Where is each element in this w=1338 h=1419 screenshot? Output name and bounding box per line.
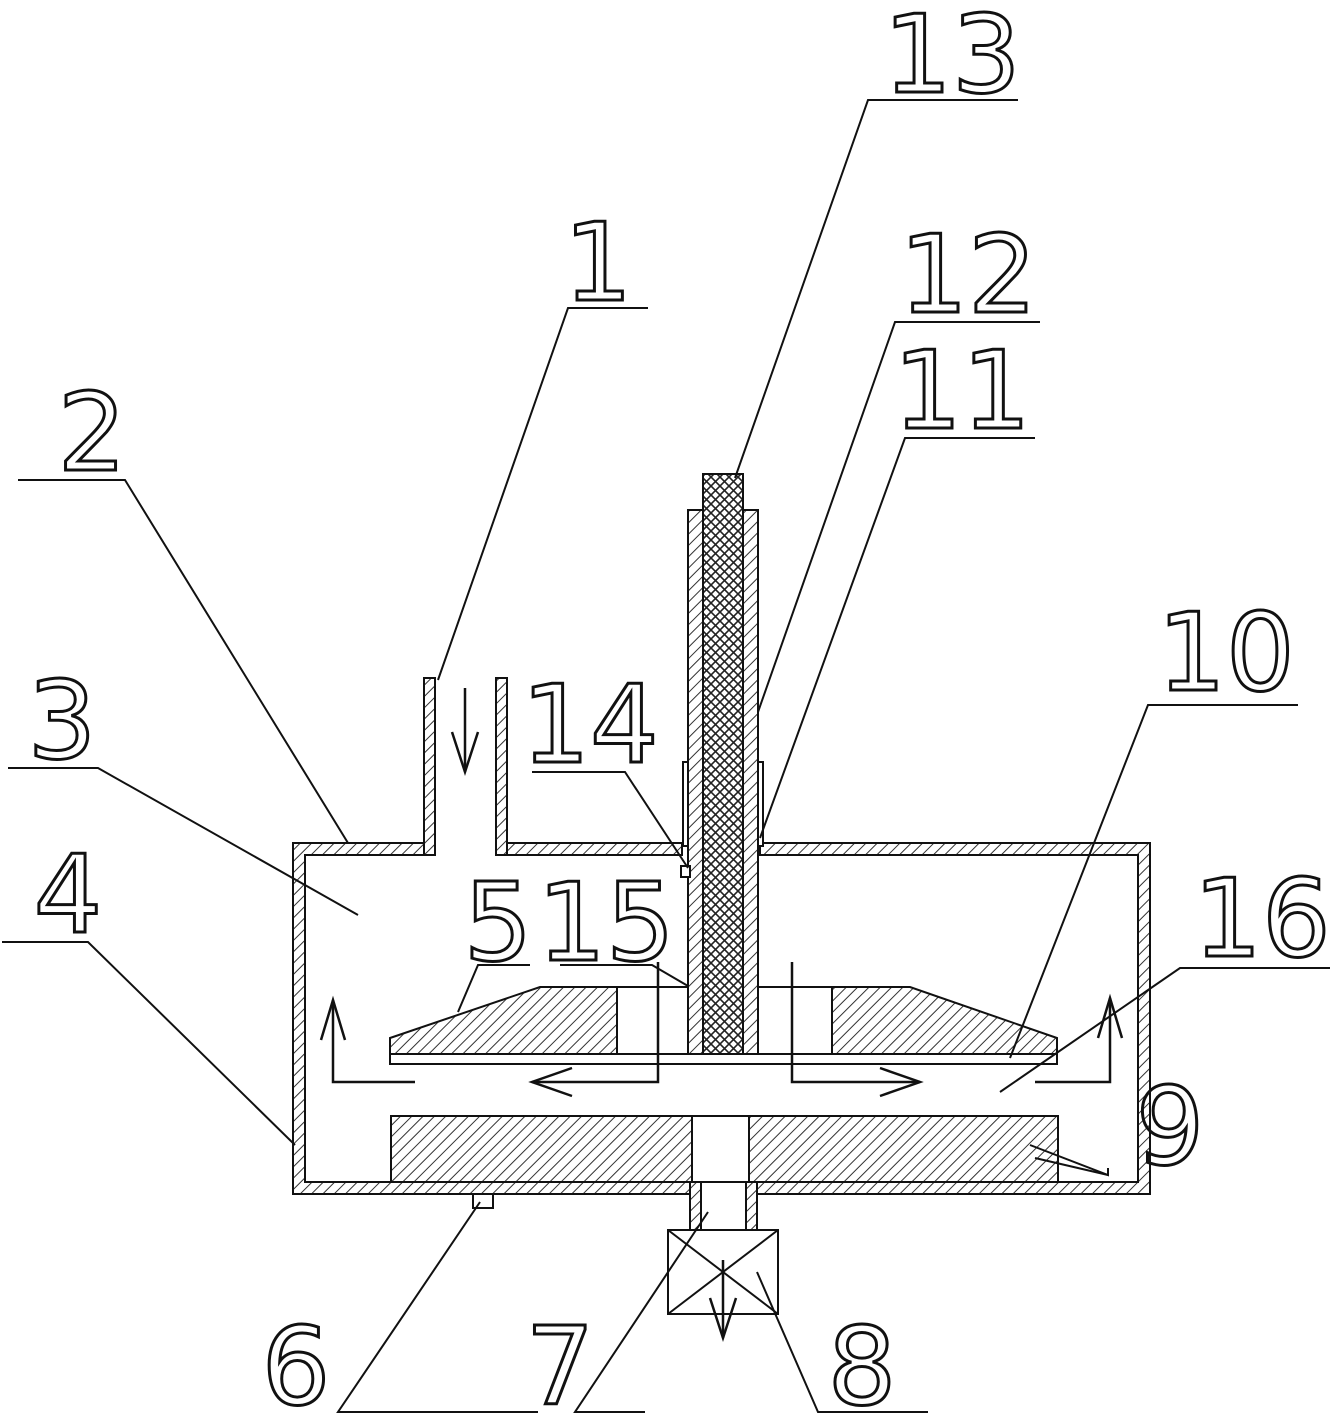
label-13: 13 (883, 0, 1020, 118)
label-8: 8 (828, 1305, 897, 1414)
label-16: 16 (1193, 857, 1330, 982)
label-12: 12 (899, 213, 1036, 338)
label-6: 6 (262, 1305, 331, 1414)
upper-disc-hole-left (616, 986, 689, 1055)
label-9: 9 (1136, 1065, 1205, 1190)
label-5: 5 (464, 861, 533, 986)
label-4: 4 (34, 833, 103, 958)
small-component-14 (680, 865, 691, 878)
inner-shaft (702, 473, 744, 1055)
drain-nozzle (472, 1193, 494, 1209)
lower-disc-center-hole (691, 1115, 750, 1183)
reference-numerals: 1 2 3 4 5 6 7 8 9 10 11 12 13 14 15 16 (26, 0, 1332, 1419)
label-15: 15 (537, 861, 674, 986)
label-11: 11 (893, 329, 1030, 454)
outlet-flow-arrow (708, 1260, 738, 1343)
inlet-pipe (423, 677, 508, 856)
flow-arrows (319, 962, 1124, 1098)
label-2: 2 (58, 371, 127, 496)
label-1: 1 (564, 201, 633, 326)
thin-plate (389, 1053, 1058, 1065)
upper-disc-hole-right (757, 986, 833, 1055)
inlet-flow-arrow (450, 688, 480, 777)
upper-disc (389, 986, 1058, 1055)
leader-lines (2, 99, 1330, 1413)
label-10: 10 (1157, 591, 1294, 716)
label-14: 14 (521, 663, 658, 788)
label-7: 7 (526, 1305, 595, 1414)
leader-9-stub (1034, 1157, 1109, 1176)
label-3: 3 (28, 659, 97, 784)
